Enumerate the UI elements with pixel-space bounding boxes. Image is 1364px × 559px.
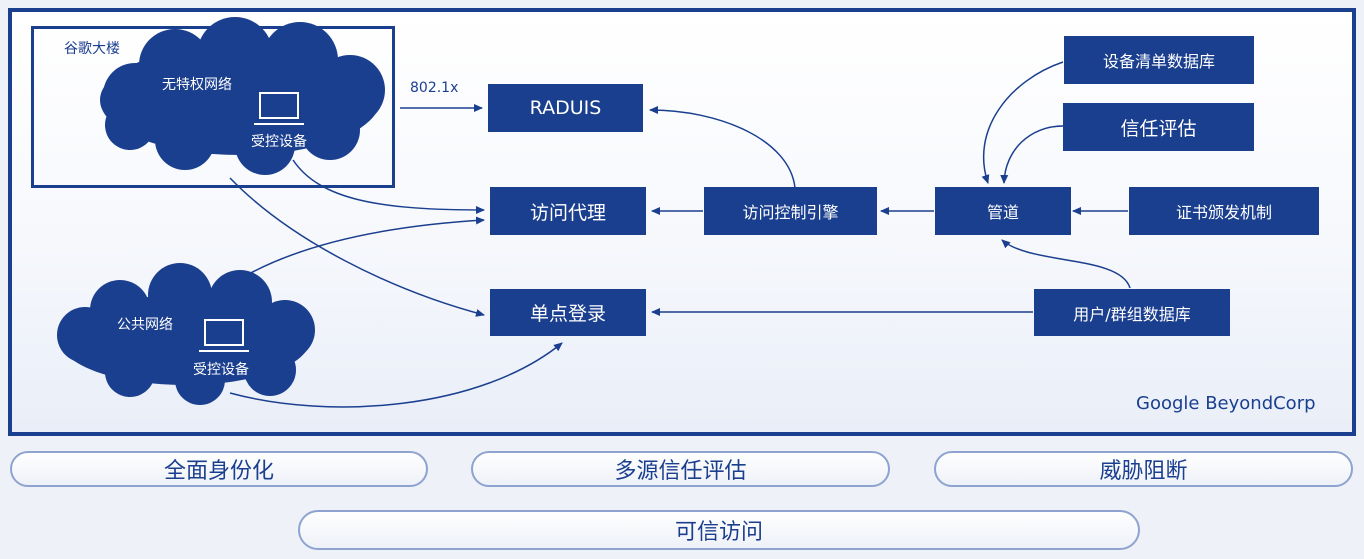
unprivileged-network-label: 无特权网络 [162, 77, 232, 93]
managed-device-label: 受控设备 [251, 134, 307, 150]
radius-node: RADUIS [488, 84, 643, 132]
user-group-db-node: 用户/群组数据库 [1034, 289, 1230, 336]
device-inventory-db-node: 设备清单数据库 [1064, 36, 1254, 84]
certificate-issuance-node: 证书颁发机制 [1129, 187, 1319, 235]
pipeline-node: 管道 [935, 187, 1071, 235]
managed-device-label: 受控设备 [193, 362, 249, 378]
trust-inference-node: 信任评估 [1063, 103, 1254, 151]
beyondcorp-caption: Google BeyondCorp [1136, 393, 1316, 414]
access-proxy-node: 访问代理 [490, 187, 646, 235]
pillar-trust-evaluation: 多源信任评估 [471, 451, 890, 487]
pillar-identity: 全面身份化 [10, 451, 428, 487]
building-label: 谷歌大楼 [64, 41, 120, 57]
pillar-threat-blocking: 威胁阻断 [934, 451, 1353, 487]
foundation-trusted-access: 可信访问 [298, 510, 1140, 550]
sso-node: 单点登录 [490, 289, 646, 336]
access-control-engine-node: 访问控制引擎 [704, 187, 877, 235]
public-network-label: 公共网络 [117, 317, 173, 333]
google-building-region [31, 26, 395, 188]
edge-label-8021x: 802.1x [410, 80, 459, 96]
